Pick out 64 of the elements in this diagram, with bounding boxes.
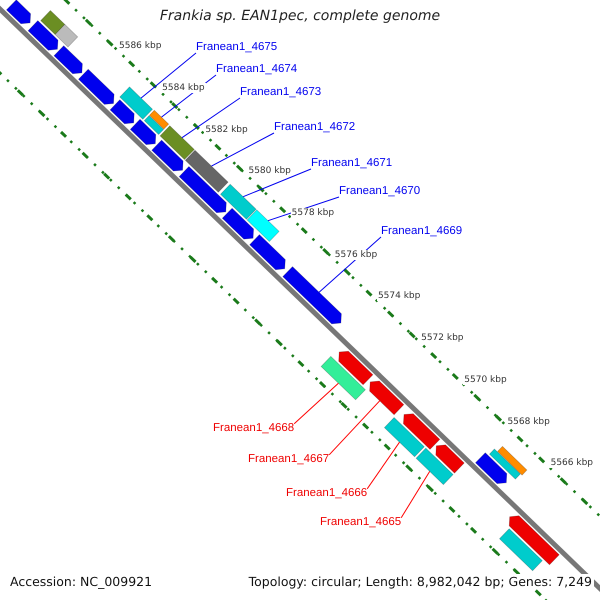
leader-line xyxy=(140,52,196,99)
gene-label: Franean1_4669 xyxy=(381,225,462,237)
gene-label: Franean1_4671 xyxy=(311,157,392,169)
gene-feature xyxy=(151,140,184,172)
gene-feature xyxy=(54,45,83,74)
gene-feature xyxy=(489,448,521,480)
leader-line xyxy=(242,168,312,198)
gene-feature xyxy=(369,380,404,416)
scale-label: 5568 kbp xyxy=(506,416,551,426)
gene-feature xyxy=(246,209,280,242)
gene-feature xyxy=(130,118,156,145)
leader-line xyxy=(366,442,400,490)
genome-summary: Topology: circular; Length: 8,982,042 bp; Genes: 7,249 xyxy=(246,574,594,589)
gene-feature xyxy=(435,444,465,474)
gene-label: Franean1_4674 xyxy=(216,63,298,75)
gene-feature xyxy=(249,234,286,270)
gene-feature xyxy=(222,208,254,240)
leader-line xyxy=(328,400,380,456)
gene-label: Franean1_4666 xyxy=(286,487,368,499)
gene-label: Franean1_4667 xyxy=(248,453,330,465)
gene-feature xyxy=(178,166,227,214)
scale-label: 5572 kbp xyxy=(420,333,465,344)
scale-label: 5580 kbp xyxy=(247,166,292,176)
map-title: Frankia sp. EAN1pec, complete genome xyxy=(158,8,442,24)
gene-feature xyxy=(54,24,78,48)
gene-feature xyxy=(160,125,195,160)
gene-feature xyxy=(184,150,229,193)
gene-feature xyxy=(416,448,454,486)
scale-label: 5584 kbp xyxy=(161,83,206,94)
gene-feature xyxy=(78,68,114,105)
scale-label: 5582 kbp xyxy=(204,124,249,135)
gene-feature xyxy=(119,86,153,120)
gene-feature xyxy=(282,266,342,324)
gene-feature xyxy=(28,20,58,51)
gene-label: Franean1_4665 xyxy=(320,516,402,528)
gene-label: Franean1_4675 xyxy=(196,41,278,53)
scale-label: 5570 kbp xyxy=(463,374,508,385)
gene-feature xyxy=(338,350,374,386)
gene-feature xyxy=(499,528,543,572)
scale-label: 5586 kbp xyxy=(118,41,162,52)
gene-feature xyxy=(40,10,66,35)
gene-feature xyxy=(220,184,257,220)
gene-feature xyxy=(475,452,508,484)
scale-label: 5574 kbp xyxy=(376,291,422,302)
gene-feature xyxy=(110,99,135,124)
scale-label: 5578 kbp xyxy=(290,208,336,218)
leader-line xyxy=(211,132,274,167)
scale-label: 5576 kbp xyxy=(334,250,378,260)
leader-line xyxy=(294,382,339,424)
gene-label: Franean1_4670 xyxy=(339,185,420,197)
scale-label: 5566 kbp xyxy=(550,458,594,468)
gene-feature xyxy=(6,0,31,24)
gene-feature xyxy=(384,417,425,458)
gene-feature xyxy=(403,413,440,450)
gene-label: Franean1_4672 xyxy=(274,121,356,133)
gene-feature xyxy=(149,110,170,130)
gene-feature xyxy=(144,115,164,135)
gene-feature xyxy=(497,446,528,476)
leader-line xyxy=(400,470,430,518)
gene-feature xyxy=(508,515,560,566)
gene-label: Franean1_4673 xyxy=(240,86,322,98)
leader-line xyxy=(182,98,240,138)
gene-label: Franean1_4668 xyxy=(213,422,294,434)
gene-feature xyxy=(320,356,366,400)
